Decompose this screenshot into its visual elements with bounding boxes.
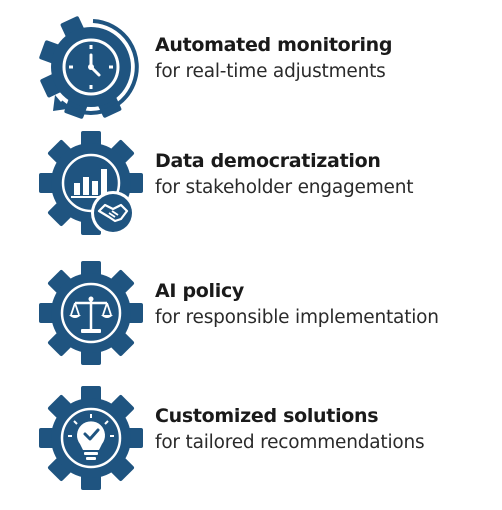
feature-title: Automated monitoring [155,34,393,56]
feature-text: Automated monitoring for real-time adjus… [155,32,393,86]
feature-title: AI policy [155,280,245,302]
feature-title: Data democratization [155,150,381,172]
feature-subtitle: for responsible implementation [155,307,439,328]
feature-item-automated-monitoring: Automated monitoring for real-time adjus… [0,12,502,122]
feature-item-customized-solutions: Customized solutions for tailored recomm… [0,383,502,493]
bar-chart-handshake-gear-icon [39,131,143,235]
feature-subtitle: for real-time adjustments [155,61,386,82]
feature-subtitle: for tailored recommendations [155,432,425,453]
feature-item-ai-policy: AI policy for responsible implementation [0,258,502,368]
feature-item-data-democratization: Data democratization for stakeholder eng… [0,128,502,238]
feature-text: Customized solutions for tailored recomm… [155,403,425,457]
feature-subtitle: for stakeholder engagement [155,177,414,198]
scales-gear-icon [39,261,143,365]
feature-title: Customized solutions [155,405,379,427]
clock-gear-icon [39,16,139,119]
feature-text: AI policy for responsible implementation [155,278,439,332]
feature-text: Data democratization for stakeholder eng… [155,148,413,202]
lightbulb-check-gear-icon [39,386,143,490]
